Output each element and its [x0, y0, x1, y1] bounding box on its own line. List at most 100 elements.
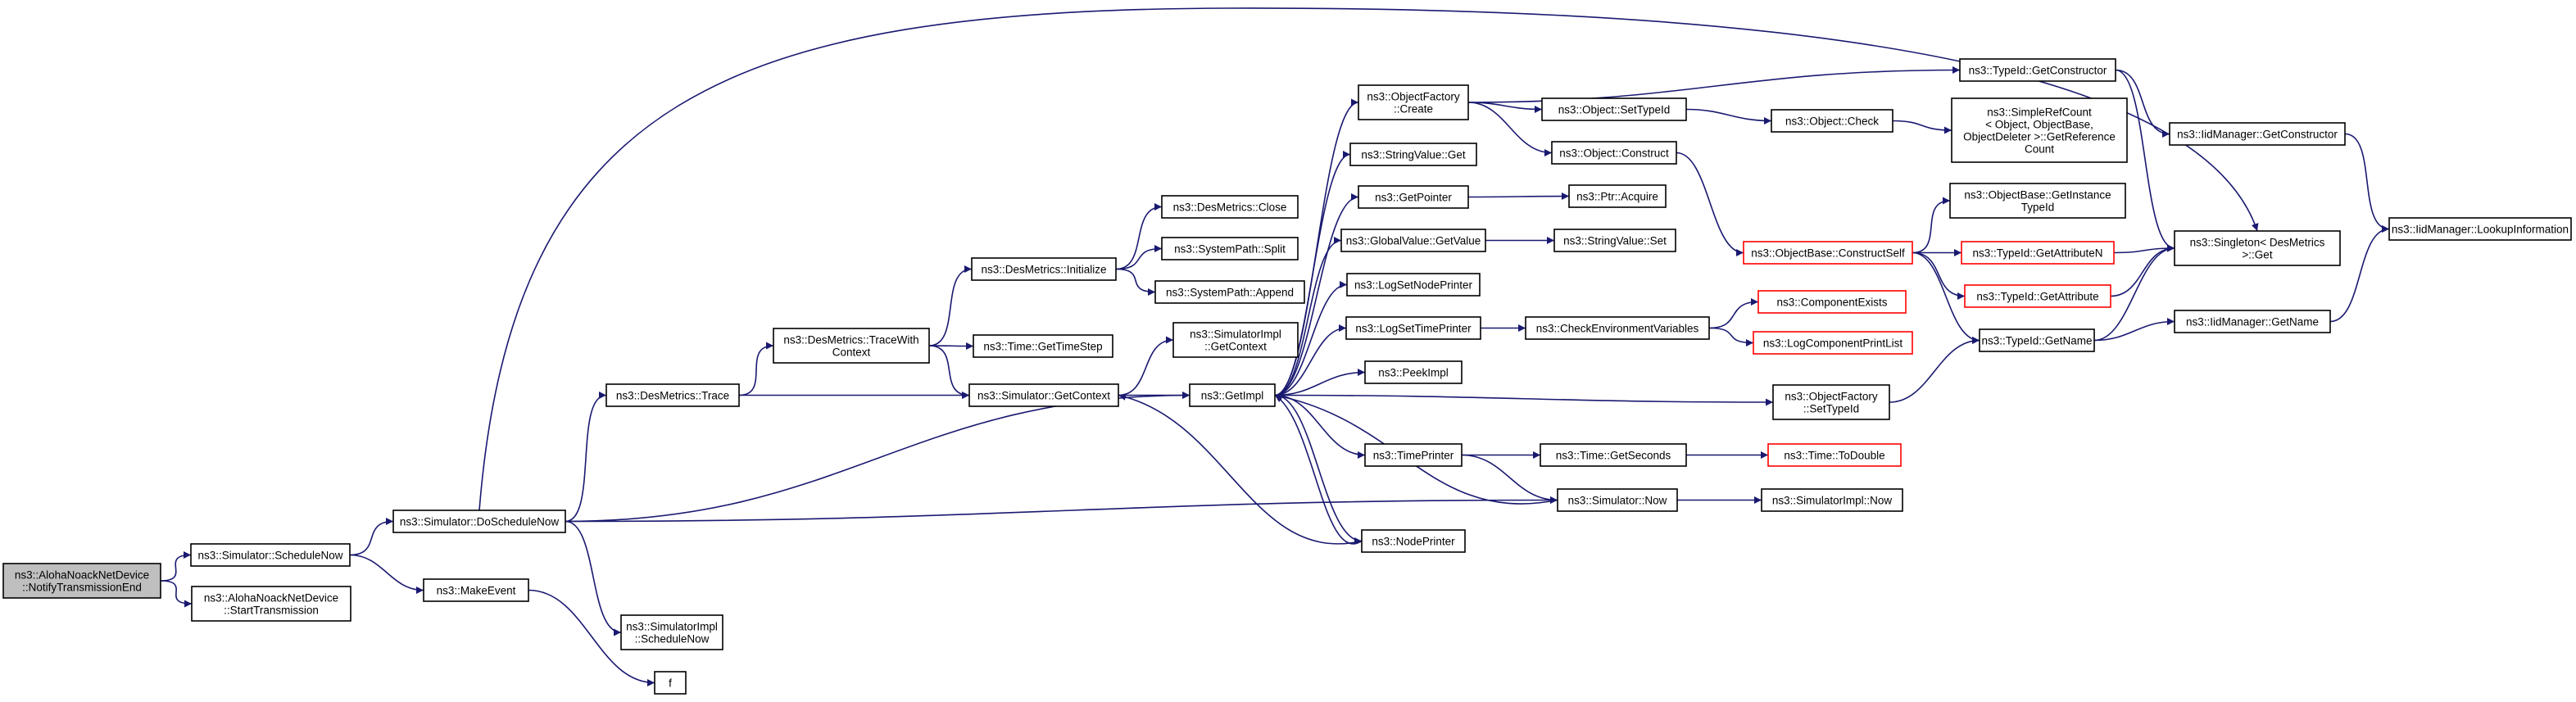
node-box: [1964, 284, 2111, 308]
node-peekImpl[interactable]: ns3::PeekImpl: [1364, 360, 1463, 384]
edge-getImpl-to-logSetNode: [1274, 281, 1348, 396]
node-tidGetAttr[interactable]: ns3::TypeId::GetAttribute: [1964, 284, 2111, 308]
node-box: [1959, 58, 2116, 82]
node-label-line: ns3::ComponentExists: [1776, 297, 1887, 309]
node-label-line: ns3::ObjectFactory: [1785, 391, 1878, 403]
node-startTx[interactable]: ns3::AlohaNoackNetDevice::StartTransmiss…: [191, 586, 351, 622]
node-nodePrinter[interactable]: ns3::NodePrinter: [1361, 529, 1466, 553]
node-iidGetName[interactable]: ns3::IidManager::GetName: [2174, 310, 2331, 333]
node-timeStep[interactable]: ns3::Time::GetTimeStep: [973, 334, 1113, 358]
node-box: [605, 383, 740, 407]
node-objBaseCS[interactable]: ns3::ObjectBase::ConstructSelf: [1743, 241, 1913, 265]
node-label-line: ::SetTypeId: [1803, 403, 1859, 415]
node-checkEnv[interactable]: ns3::CheckEnvironmentVariables: [1525, 316, 1710, 340]
node-objFactCreate[interactable]: ns3::ObjectFactory::Create: [1358, 84, 1469, 120]
node-box: [1340, 229, 1486, 252]
node-tidGetCtor[interactable]: ns3::TypeId::GetConstructor: [1959, 58, 2116, 82]
edge-iidGetName-to-iidLookup: [2329, 225, 2390, 323]
edge-desTrace-to-desTraceCtx: [738, 342, 774, 396]
edge-tidGetCtor-to-singleton: [2115, 69, 2175, 252]
node-label-line: ns3::Time::ToDouble: [1784, 450, 1884, 462]
node-globalGet[interactable]: ns3::GlobalValue::GetValue: [1340, 229, 1486, 252]
node-strSet[interactable]: ns3::StringValue::Set: [1553, 229, 1676, 252]
node-ptrAcquire[interactable]: ns3::Ptr::Acquire: [1568, 184, 1667, 208]
node-label-line: ns3::MakeEvent: [437, 585, 516, 597]
node-tidGetName[interactable]: ns3::TypeId::GetName: [1979, 328, 2095, 352]
node-box: [423, 578, 529, 602]
node-simpleRef[interactable]: ns3::SimpleRefCount< Object, ObjectBase,…: [1951, 97, 2128, 163]
node-label-line: ns3::IidManager::GetName: [2186, 316, 2319, 328]
node-box: [1349, 143, 1477, 166]
node-label-line: ns3::AlohaNoackNetDevice: [15, 569, 149, 582]
edge-nodePrinter-to-simGetCtx: [1118, 393, 1363, 545]
node-logSetTime[interactable]: ns3::LogSetTimePrinter: [1345, 316, 1481, 340]
node-label-line: ns3::TypeId::GetName: [1981, 335, 2092, 347]
node-box: [2174, 310, 2331, 333]
node-compExists[interactable]: ns3::ComponentExists: [1757, 290, 1907, 314]
node-label-line: ::GetContext: [1204, 341, 1267, 353]
node-objCheck[interactable]: ns3::Object::Check: [1771, 109, 1893, 133]
node-sysAppend[interactable]: ns3::SystemPath::Append: [1154, 280, 1305, 304]
node-box: [1553, 229, 1676, 252]
node-schedNow[interactable]: ns3::Simulator::ScheduleNow: [190, 543, 351, 567]
node-simImplGetCtx[interactable]: ns3::SimulatorImpl::GetContext: [1172, 322, 1299, 358]
node-box: [1951, 97, 2128, 163]
node-root[interactable]: ns3::AlohaNoackNetDevice::NotifyTransmis…: [2, 563, 161, 599]
node-simImplSchedNow[interactable]: ns3::SimulatorImpl::ScheduleNow: [620, 614, 723, 650]
node-doSched[interactable]: ns3::Simulator::DoScheduleNow: [392, 510, 566, 533]
node-logSetNode[interactable]: ns3::LogSetNodePrinter: [1346, 273, 1481, 297]
node-desClose[interactable]: ns3::DesMetrics::Close: [1161, 195, 1299, 219]
node-tidGetAttrN[interactable]: ns3::TypeId::GetAttributeN: [1961, 241, 2115, 265]
node-singleton[interactable]: ns3::Singleton< DesMetrics >::Get: [2174, 230, 2341, 266]
node-label-line: ns3::Simulator::ScheduleNow: [197, 550, 342, 562]
node-label-line: ns3::DesMetrics::Close: [1173, 202, 1287, 214]
node-label-line: ns3::SimulatorImpl: [1190, 328, 1281, 341]
node-label-line: ns3::DesMetrics::Trace: [616, 390, 729, 402]
edge-objFactCreate-to-tidGetCtor: [1467, 66, 1961, 103]
node-label-line: ns3::SimulatorImpl::Now: [1772, 495, 1893, 507]
node-simImplNow[interactable]: ns3::SimulatorImpl::Now: [1761, 488, 1903, 512]
node-label-line: < Object, ObjectBase,: [1985, 119, 2093, 131]
edge-objCheck-to-simpleRef: [1892, 120, 1952, 134]
edge-objBaseCS-to-tidGetName: [1912, 251, 1980, 344]
node-label-line: ns3::TimePrinter: [1373, 450, 1454, 462]
node-makeEvent[interactable]: ns3::MakeEvent: [423, 578, 529, 602]
edge-simGetCtx-to-simImplGetCtx: [1118, 336, 1174, 396]
node-getPointer[interactable]: ns3::GetPointer: [1358, 185, 1469, 209]
node-box: [1961, 241, 2115, 265]
node-simNow[interactable]: ns3::Simulator::Now: [1557, 488, 1678, 512]
node-desInit[interactable]: ns3::DesMetrics::Initialize: [971, 257, 1117, 281]
node-box: [392, 510, 566, 533]
node-box: [2, 563, 161, 599]
node-iidGetCtor[interactable]: ns3::IidManager::GetConstructor: [2169, 122, 2346, 146]
node-label-line: f: [669, 677, 672, 690]
node-objConstruct[interactable]: ns3::Object::Construct: [1551, 141, 1677, 165]
node-desTrace[interactable]: ns3::DesMetrics::Trace: [605, 383, 740, 407]
node-simGetCtx[interactable]: ns3::Simulator::GetContext: [968, 383, 1119, 407]
node-getImpl[interactable]: ns3::GetImpl: [1189, 383, 1276, 407]
node-objSetTid[interactable]: ns3::Object::SetTypeId: [1541, 97, 1687, 121]
node-box: [1161, 237, 1299, 260]
node-box: [1346, 273, 1481, 297]
node-strGet[interactable]: ns3::StringValue::Get: [1349, 143, 1477, 166]
edge-doSched-to-getImpl: [565, 392, 1190, 523]
node-timePrinter[interactable]: ns3::TimePrinter: [1364, 443, 1463, 467]
node-timeGetSec[interactable]: ns3::Time::GetSeconds: [1540, 443, 1687, 467]
node-label-line: ns3::Object::Construct: [1559, 147, 1669, 160]
node-iidLookup[interactable]: ns3::IidManager::LookupInformation: [2388, 217, 2572, 241]
edge-objBaseCS-to-objBaseGetInst: [1912, 197, 1951, 254]
node-sysSplit[interactable]: ns3::SystemPath::Split: [1161, 237, 1299, 260]
node-f[interactable]: f: [654, 671, 687, 695]
edge-schedNow-to-makeEvent: [349, 554, 424, 594]
node-box: [620, 614, 723, 650]
node-label-line: ns3::DesMetrics::TraceWith: [783, 334, 918, 346]
node-box: [190, 543, 351, 567]
node-box: [1949, 183, 2126, 219]
node-box: [1767, 443, 1902, 467]
node-timeToDouble[interactable]: ns3::Time::ToDouble: [1767, 443, 1902, 467]
edge-tidGetAttrN-to-singleton: [2113, 244, 2175, 254]
node-logCompPrint[interactable]: ns3::LogComponentPrintList: [1753, 331, 1913, 355]
node-objFactSetTid[interactable]: ns3::ObjectFactory::SetTypeId: [1772, 384, 1890, 420]
